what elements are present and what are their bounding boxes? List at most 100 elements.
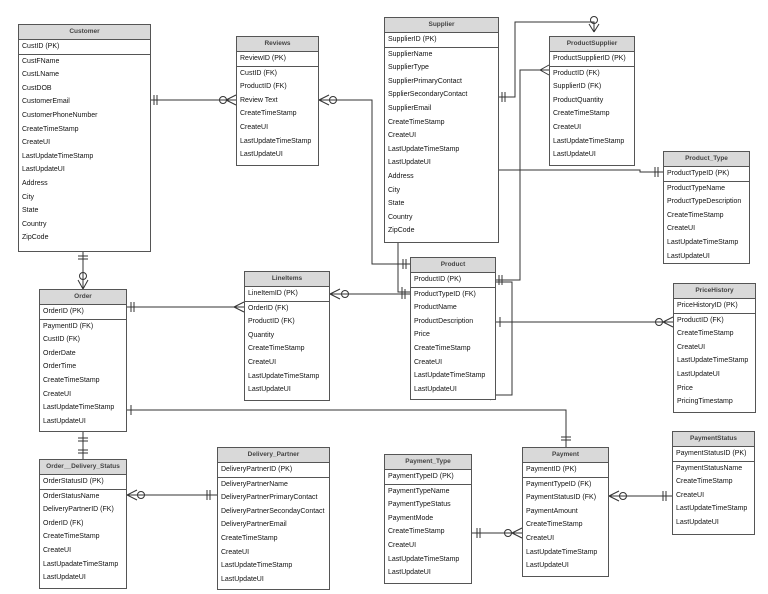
primary-key-field: PaymentTypeID (PK) xyxy=(385,470,471,485)
field: OrderID (FK) xyxy=(43,519,84,527)
field: CustomerPhoneNumber xyxy=(22,111,98,119)
field: CreateTimeStamp xyxy=(22,125,79,133)
rel-product-productsupplier xyxy=(496,69,549,281)
field: CreateUI xyxy=(221,548,250,556)
field: LastUpdateUI xyxy=(240,151,283,159)
entity-title: PaymentStatus xyxy=(673,432,754,447)
field: CreateTimeStamp xyxy=(526,521,583,529)
field: PaymentTypeStatus xyxy=(388,501,451,509)
field: LastUpdateUI xyxy=(667,252,710,260)
field: CreateUI xyxy=(677,343,706,351)
field: ProductTypeName xyxy=(667,184,725,192)
primary-key-field: ProductID (PK) xyxy=(411,273,495,288)
entity-title: Product xyxy=(411,258,495,273)
field: Address xyxy=(388,172,414,180)
field: LastUpdateUI xyxy=(221,575,264,583)
field: LastUpdateUI xyxy=(414,385,457,393)
rel-order-payment xyxy=(127,409,567,447)
field-list: ReviewID (PK)CustID (FK)ProductID (FK)Re… xyxy=(237,52,318,162)
field: CreateTimeStamp xyxy=(553,110,610,118)
field: CreateUI xyxy=(676,491,705,499)
field: LastUpdateTimeStamp xyxy=(22,152,94,160)
field: CustID (FK) xyxy=(43,336,80,344)
field: SpplierSecondaryContact xyxy=(388,91,468,99)
field: City xyxy=(22,193,35,201)
field: OrderStatusName xyxy=(43,492,100,500)
field: CreateUI xyxy=(667,225,696,233)
field: Country xyxy=(22,220,47,228)
field: LastUpdateTimeStamp xyxy=(240,137,312,145)
rel-producttype-product xyxy=(397,169,663,293)
field: CreateTimeStamp xyxy=(248,345,305,353)
field: CreateUI xyxy=(248,358,277,366)
field: PricingTimestamp xyxy=(677,398,733,406)
field-list: PaymentID (PK)PaymentTypeID (FK)PaymentS… xyxy=(523,463,608,573)
field: LastUpdateTimeStamp xyxy=(221,562,293,570)
field: CreateUI xyxy=(388,541,417,549)
field: LastUpadateTimeStamp xyxy=(43,560,119,568)
field: ProductDescription xyxy=(414,317,474,325)
field: PaymentTypeID (FK) xyxy=(526,480,592,488)
field: LastUpdateUI xyxy=(388,159,431,167)
field: DeliveryPartnerName xyxy=(221,480,288,488)
field: City xyxy=(388,186,401,194)
field: LastUpdateUI xyxy=(22,166,65,174)
field: CustLName xyxy=(22,71,59,79)
field: CustID (FK) xyxy=(240,69,277,77)
field: OrderDate xyxy=(43,349,76,357)
field: LastUpdateTimeStamp xyxy=(553,137,625,145)
field: LastUpdateTimeStamp xyxy=(388,145,460,153)
rel-reviews-product xyxy=(319,99,410,265)
rel-product-payment-top xyxy=(496,281,513,396)
entity-title: PriceHistory xyxy=(674,284,755,299)
entity-title: Order xyxy=(40,290,126,305)
field: OrderID (FK) xyxy=(248,304,289,312)
primary-key-field: ProductTypeID (PK) xyxy=(664,167,749,182)
field: CreateTimeStamp xyxy=(667,211,724,219)
primary-key-field: PaymentID (PK) xyxy=(523,463,608,478)
field: ProductQuantity xyxy=(553,96,604,104)
field: LastUpdateTimeStamp xyxy=(677,357,749,365)
field: Price xyxy=(414,331,430,339)
field: PaymentMode xyxy=(388,514,434,522)
entity-title: Supplier xyxy=(385,18,498,33)
entity-title: Customer xyxy=(19,25,150,40)
field-list: OrderID (PK)PaymentID (FK)CustID (FK)Ord… xyxy=(40,305,126,428)
field: CreateUI xyxy=(526,534,555,542)
field: PaymentTypeName xyxy=(388,487,450,495)
field: CreateTimeStamp xyxy=(240,110,297,118)
field: ZipCode xyxy=(388,227,415,235)
field: ZipCode xyxy=(22,234,49,242)
field: LastUpdateUI xyxy=(388,569,431,577)
entity-title: Product_Type xyxy=(664,152,749,167)
field: CreateUI xyxy=(414,358,443,366)
field: SupplierName xyxy=(388,50,433,58)
entity-title: Payment_Type xyxy=(385,455,471,470)
field: ProductTypeDescription xyxy=(667,198,742,206)
field: LastUpdateTimeStamp xyxy=(43,404,115,412)
primary-key-field: LineItemID (PK) xyxy=(245,287,329,302)
primary-key-field: ProductSupplierID (PK) xyxy=(550,52,634,67)
field: CreateTimeStamp xyxy=(43,376,100,384)
field: LastUpdateTimeStamp xyxy=(526,548,598,556)
entity-title: Delivery_Partner xyxy=(218,448,329,463)
field: SupplierID (FK) xyxy=(553,83,602,91)
